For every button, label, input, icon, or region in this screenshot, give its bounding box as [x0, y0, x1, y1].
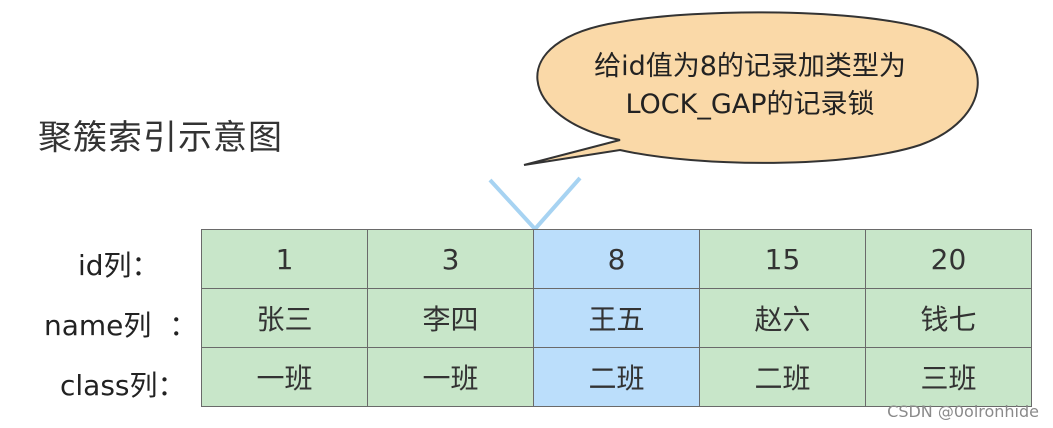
- cell-id-highlighted: 8: [533, 229, 700, 289]
- cell-name: 钱七: [865, 288, 1032, 348]
- cell-class-highlighted: 二班: [533, 347, 700, 407]
- class-row: 一班 一班 二班 二班 三班: [201, 347, 1032, 407]
- row-label-id: id列：: [78, 249, 160, 282]
- cell-id: 3: [367, 229, 534, 289]
- callout-line-2: LOCK_GAP的记录锁: [625, 89, 875, 120]
- record-table: 1 3 8 15 20 张三 李四 王五 赵六 钱七 一班 一班 二班 二班 三…: [201, 229, 1032, 407]
- diagram-title: 聚簇索引示意图: [38, 118, 283, 158]
- cell-class: 一班: [367, 347, 534, 407]
- watermark: CSDN @0olronhide: [887, 402, 1039, 421]
- cell-id: 1: [201, 229, 368, 289]
- callout-line-1: 给id值为8的记录加类型为: [594, 51, 906, 82]
- cell-name-highlighted: 王五: [533, 288, 700, 348]
- cell-id: 20: [865, 229, 1032, 289]
- id-row: 1 3 8 15 20: [201, 229, 1032, 289]
- row-label-class: class列：: [60, 369, 186, 402]
- cell-id: 15: [699, 229, 866, 289]
- row-label-name: name列 ：: [44, 309, 198, 342]
- cell-class: 一班: [201, 347, 368, 407]
- cell-class: 二班: [699, 347, 866, 407]
- name-row: 张三 李四 王五 赵六 钱七: [201, 288, 1032, 348]
- cell-name: 赵六: [699, 288, 866, 348]
- cell-name: 李四: [367, 288, 534, 348]
- cell-name: 张三: [201, 288, 368, 348]
- callout-text: 给id值为8的记录加类型为 LOCK_GAP的记录锁: [560, 48, 940, 124]
- cell-class: 三班: [865, 347, 1032, 407]
